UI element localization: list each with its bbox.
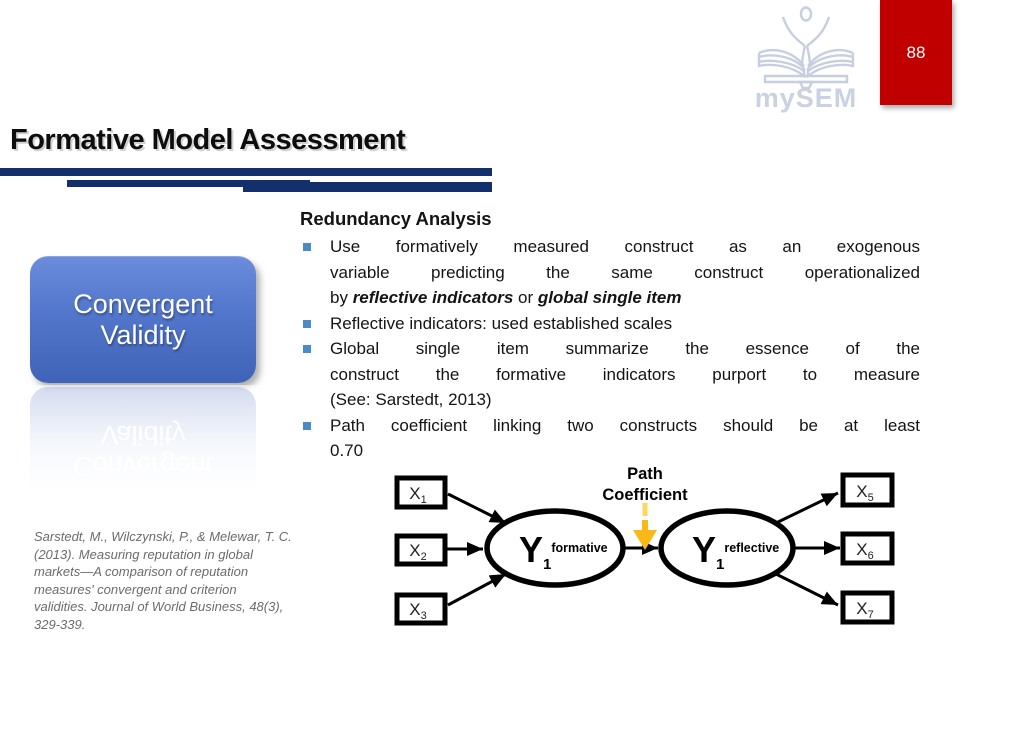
x5-box (840, 472, 895, 508)
page-number-badge: 88 (880, 0, 952, 105)
x2-box (394, 533, 448, 567)
bullet-item-4: Path coefficient linking two constructs … (300, 413, 920, 464)
x1-box (394, 475, 448, 510)
svg-text:X3: X3 (409, 600, 426, 622)
bullet-square-icon (303, 421, 311, 430)
arrow-x1-to-formative (447, 492, 507, 525)
x7-box (840, 590, 895, 625)
title-underline-bar-3 (243, 182, 492, 192)
bullet-square-icon (303, 243, 311, 251)
bullet-item-1: Use formatively measured construct as an… (300, 234, 920, 311)
formative-ellipse (484, 508, 626, 588)
content-block: Redundancy Analysis Use formatively meas… (300, 208, 920, 464)
title-underline-bar-2 (67, 180, 310, 187)
svg-text:X7: X7 (856, 599, 873, 621)
slide-title: Formative Model Assessment (10, 124, 406, 156)
path-coefficient-label-line2: Coefficient (602, 486, 688, 504)
cv-reflection-fade (20, 385, 270, 520)
x6-box (840, 531, 895, 566)
gold-down-arrow-icon (633, 503, 657, 550)
path-diagram: X1 X2 X3 X5 X6 X7 Y1formative Y1reflecti… (394, 465, 895, 626)
redundancy-analysis-heading: Redundancy Analysis (300, 208, 492, 229)
svg-text:X5: X5 (856, 482, 873, 504)
bullet-list: Use formatively measured construct as an… (300, 234, 920, 464)
arrow-reflective-to-x7 (775, 572, 839, 607)
reflective-label: Y1reflective (692, 529, 779, 573)
citation: Sarstedt, M., Wilczynski, P., & Melewar,… (34, 529, 292, 632)
svg-text:X2: X2 (409, 541, 426, 563)
arrow-x3-to-formative (447, 572, 507, 607)
mysem-logo-text: mySEM (755, 83, 858, 113)
title-underline-bar-1 (0, 168, 492, 176)
mysem-logo: mySEM (755, 6, 858, 113)
bullet-item-3: Global single item summarize the essence… (300, 336, 920, 413)
formative-label: Y1formative (519, 529, 608, 573)
reflective-ellipse (658, 508, 796, 588)
bullet-square-icon (303, 345, 311, 353)
path-coefficient-label-line1: Path (627, 465, 663, 483)
bullet-item-2: Reflective indicators: used established … (300, 311, 920, 337)
cv-box-line1: Convergent (73, 289, 213, 319)
bullet-square-icon (303, 319, 311, 328)
arrow-reflective-to-x5 (775, 491, 839, 525)
book-person-icon (757, 6, 855, 90)
svg-text:X6: X6 (856, 540, 873, 562)
svg-text:X1: X1 (409, 484, 426, 506)
x3-box (394, 592, 448, 626)
page-number: 88 (906, 42, 926, 62)
convergent-validity-box: Convergent Validity (30, 256, 256, 383)
cv-box-line2: Validity (100, 320, 186, 350)
